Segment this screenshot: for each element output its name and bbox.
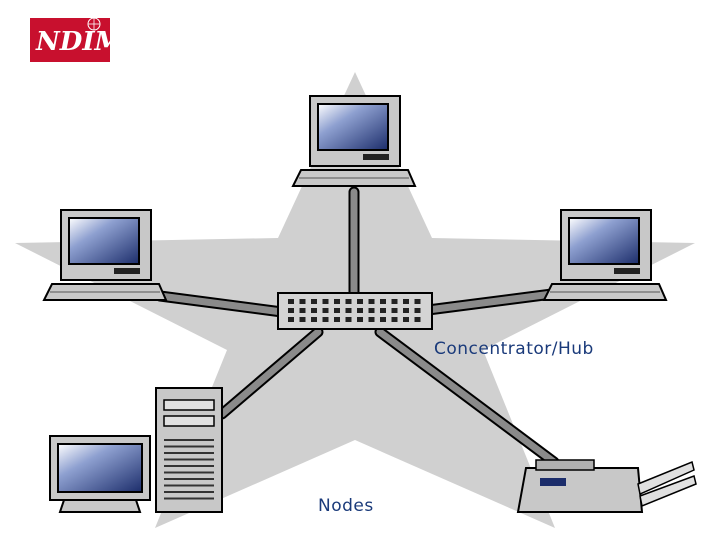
hub-port — [299, 299, 306, 304]
hub-port — [357, 317, 363, 322]
hub-port — [380, 308, 386, 313]
keyboard-icon — [291, 169, 417, 187]
keyboard-icon — [42, 283, 168, 301]
hub-port — [403, 317, 409, 322]
hub-port — [322, 299, 329, 304]
cable-left — [154, 290, 288, 318]
hub-port — [345, 299, 352, 304]
hub-port — [368, 299, 375, 304]
network-hub-icon — [277, 292, 433, 330]
computer-monitor-icon — [560, 209, 652, 281]
hub-port — [288, 299, 294, 304]
workstation-bottom-left — [49, 387, 223, 513]
hub-port — [299, 308, 306, 313]
hub-port — [334, 299, 340, 304]
hub-label: Concentrator/Hub — [434, 339, 594, 359]
network-cables — [154, 186, 560, 468]
cable-tower — [216, 326, 324, 420]
hub-port — [288, 308, 294, 313]
hub-port — [311, 299, 317, 304]
printer-icon — [516, 459, 697, 513]
globe-icon — [87, 17, 101, 31]
hub-port — [311, 317, 317, 322]
hub-port — [311, 308, 317, 313]
tower-pc-icon — [155, 387, 223, 513]
hub-port — [403, 308, 409, 313]
hub-ports — [288, 299, 421, 322]
computer-left — [42, 209, 168, 301]
hub-port — [334, 308, 340, 313]
logo-background — [30, 18, 110, 62]
hub-port — [334, 317, 340, 322]
hub-port — [414, 299, 421, 304]
keyboard-icon — [542, 283, 668, 301]
nodes-label: Nodes — [318, 496, 374, 516]
hub-port — [357, 308, 363, 313]
cable-printer — [374, 326, 560, 468]
hub-port — [322, 317, 329, 322]
ndim-logo: NDIM — [30, 17, 124, 62]
hub-port — [403, 299, 409, 304]
tower-vents — [164, 439, 214, 500]
hub-port — [414, 308, 421, 313]
hub-port — [288, 317, 294, 322]
hub-port — [345, 308, 352, 313]
computer-monitor-icon — [49, 435, 151, 513]
hub-port — [322, 308, 329, 313]
logo-text: NDIM — [35, 27, 124, 57]
computer-monitor-icon — [60, 209, 152, 281]
hub-port — [380, 317, 386, 322]
hub-port — [391, 308, 398, 313]
computer-top — [291, 95, 417, 187]
hub-port — [380, 299, 386, 304]
hub-port — [299, 317, 306, 322]
hub-port — [345, 317, 352, 322]
hub-port — [391, 317, 398, 322]
computer-monitor-icon — [309, 95, 401, 167]
cable-right — [422, 288, 558, 316]
hub-port — [391, 299, 398, 304]
hub-port — [368, 308, 375, 313]
hub-port — [414, 317, 421, 322]
hub-port — [368, 317, 375, 322]
computer-right — [542, 209, 668, 301]
hub-port — [357, 299, 363, 304]
